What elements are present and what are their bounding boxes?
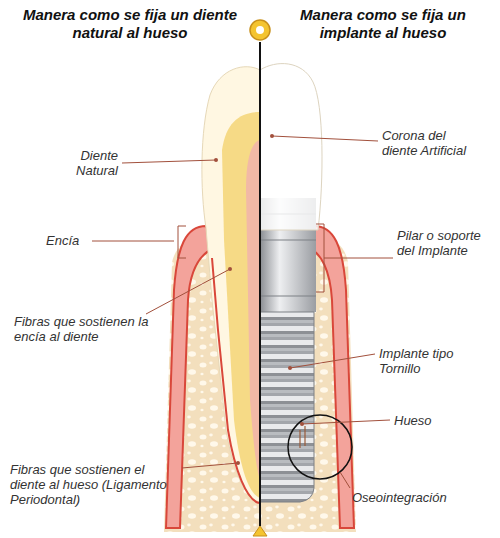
column-heading: Manera como se fija un diente natural al… bbox=[12, 6, 248, 42]
part-label: Oseointegración bbox=[352, 490, 494, 505]
part-label: Corona del diente Artificial bbox=[382, 128, 482, 158]
part-label: Implante tipo Tornillo bbox=[379, 346, 495, 376]
column-heading: Manera como se fija un implante al hueso bbox=[272, 6, 494, 42]
part-label: Pilar o soporte del Implante bbox=[397, 228, 493, 258]
part-label: Fibras que sostienen la encía al diente bbox=[14, 314, 150, 344]
part-label: Fibras que sostienen el diente al hueso … bbox=[10, 462, 180, 507]
part-label: Diente Natural bbox=[42, 148, 118, 178]
part-label: Hueso bbox=[394, 413, 484, 428]
part-label: Encía bbox=[46, 233, 90, 248]
